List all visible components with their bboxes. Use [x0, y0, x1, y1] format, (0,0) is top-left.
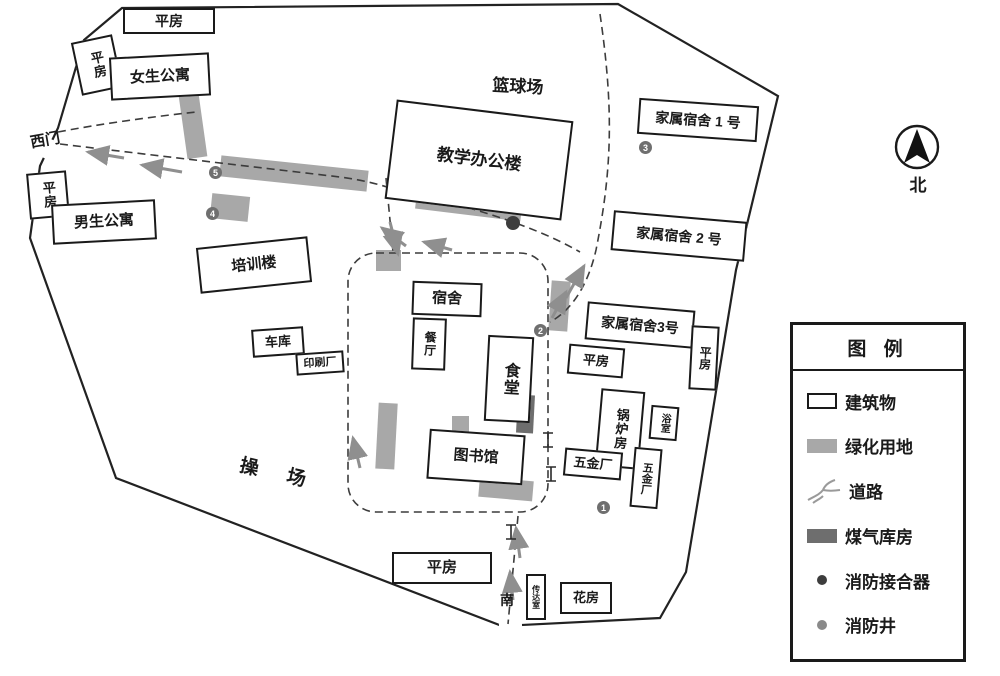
building-pinfang-bottom: 平房	[392, 552, 492, 584]
fire-well-marker-1: 1	[597, 501, 610, 514]
legend-label: 煤气库房	[845, 528, 913, 548]
building-print-shop: 印刷厂	[295, 350, 345, 376]
compass-icon	[894, 124, 940, 170]
building-flower-house: 花房	[560, 582, 612, 614]
building-canteen: 食堂	[483, 334, 535, 424]
building-hardware-factory-2: 五金厂	[629, 446, 663, 510]
green-area-symbol	[807, 438, 837, 453]
south-gate-label: 南	[500, 592, 514, 608]
legend-items: 建筑物 绿化用地 道路 煤气库房	[793, 371, 963, 659]
building-girls-dorm: 女生公寓	[108, 52, 212, 101]
building-symbol	[807, 393, 837, 410]
legend-label: 消防接合器	[845, 572, 930, 592]
building-bath-room: 浴室	[648, 404, 680, 442]
fire-well-marker-4: 4	[206, 207, 219, 220]
building-dorm: 宿舍	[411, 280, 483, 318]
road-tick-markers	[506, 432, 556, 540]
fire-connector-dot	[506, 216, 520, 230]
basketball-court-label: 篮球场	[491, 75, 544, 97]
building-reception: 传达室	[526, 574, 546, 620]
fire-well-marker-2: 2	[534, 324, 547, 337]
legend-label: 绿化用地	[845, 438, 913, 458]
campus-boundary	[28, 2, 780, 631]
legend-item-fire-well: 消防井	[807, 612, 953, 637]
gas-warehouse-symbol	[807, 528, 837, 543]
building-pinfang-right: 平房	[688, 325, 720, 391]
legend-item-building: 建筑物	[807, 389, 953, 414]
road-arrows	[85, 145, 586, 601]
building-boys-dorm: 男生公寓	[51, 199, 157, 245]
legend-label: 消防井	[845, 617, 896, 637]
legend-label: 道路	[849, 483, 883, 503]
fire-well-marker-3: 3	[639, 141, 652, 154]
legend-label: 建筑物	[845, 393, 896, 413]
fire-well-marker-5: 5	[209, 166, 222, 179]
road-symbol	[807, 478, 841, 504]
building-hardware-factory-1: 五金厂	[562, 447, 624, 481]
building-pinfang-mid: 平房	[566, 343, 626, 379]
legend-item-fire-connector: 消防接合器	[807, 568, 953, 593]
building-library: 图书馆	[426, 428, 526, 486]
legend-title: 图 例	[793, 325, 963, 371]
legend-item-road: 道路	[807, 478, 953, 504]
legend-box: 图 例 建筑物 绿化用地 道路	[790, 322, 966, 662]
north-label: 北	[909, 175, 927, 195]
building-dining-room: 餐厅	[411, 317, 447, 371]
legend-item-green: 绿化用地	[807, 433, 953, 458]
building-pinfang-top: 平房	[123, 8, 215, 34]
roads	[57, 13, 611, 625]
building-teaching-office: 教学办公楼	[384, 99, 574, 221]
legend-item-gas: 煤气库房	[807, 523, 953, 548]
fire-connector-symbol	[817, 575, 827, 586]
fire-well-symbol	[817, 619, 827, 630]
